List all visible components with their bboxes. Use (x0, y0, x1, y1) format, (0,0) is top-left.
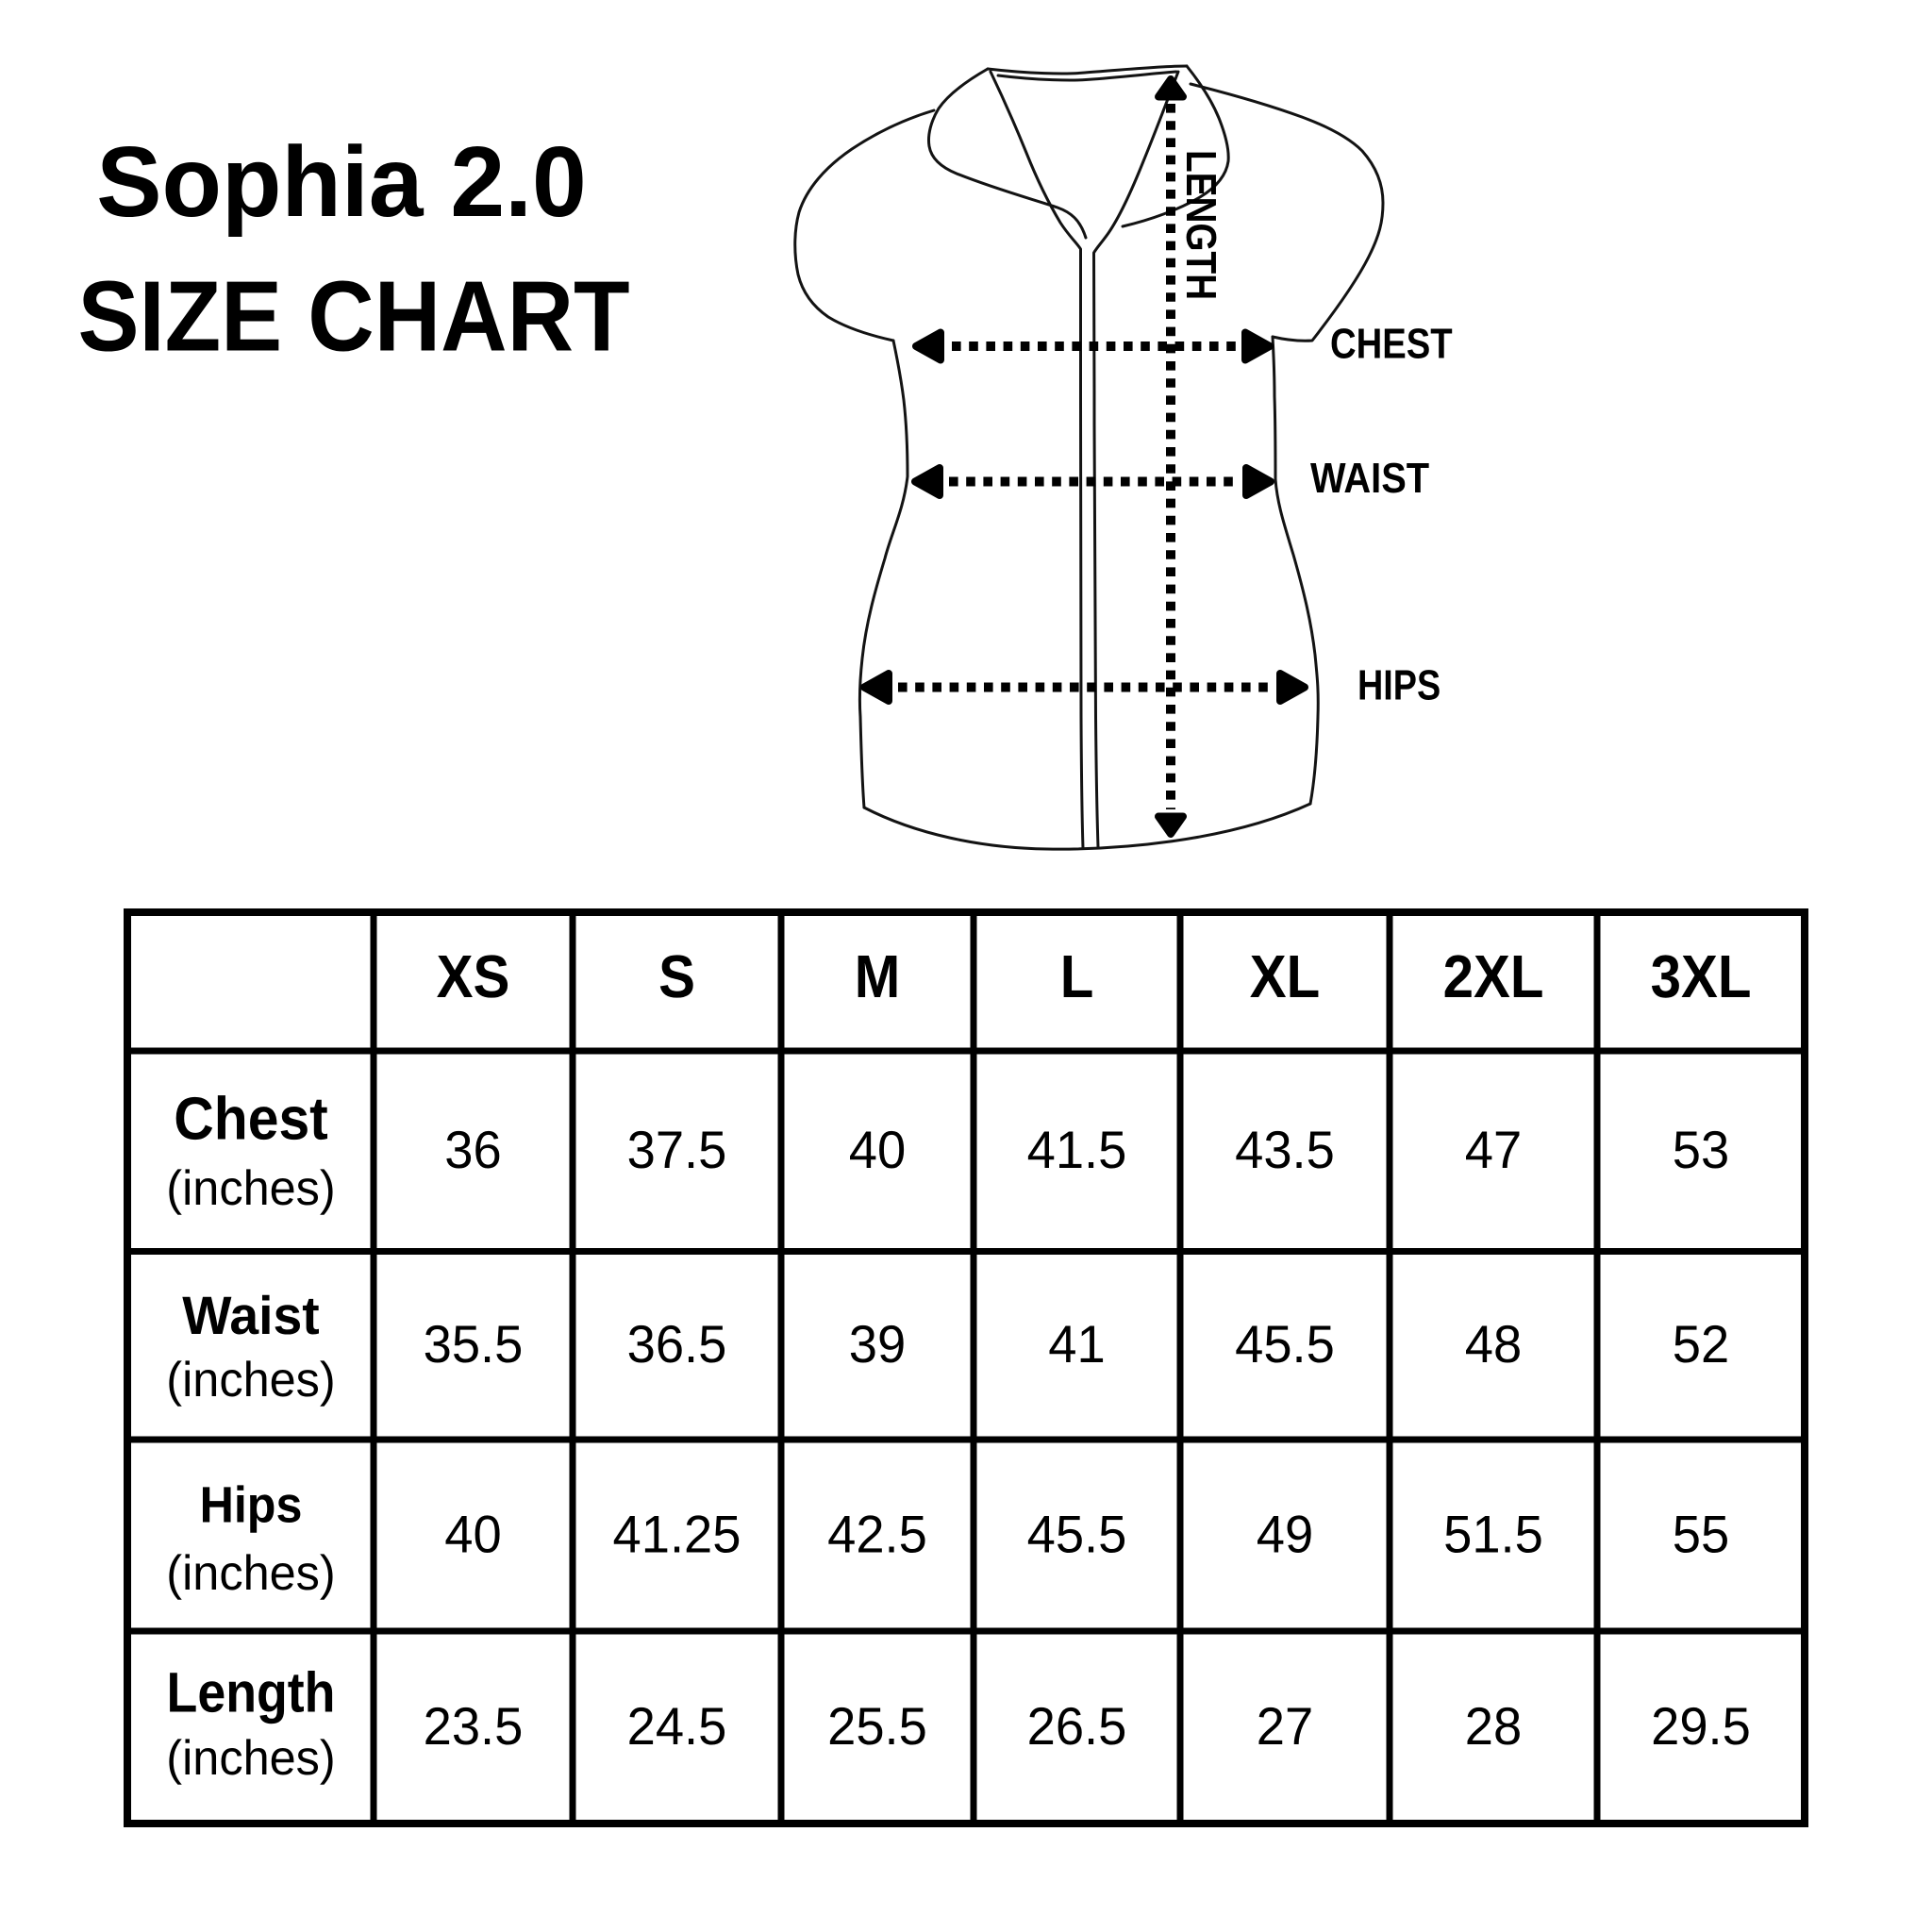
svg-text:37.5: 37.5 (627, 1120, 727, 1179)
svg-text:42.5: 42.5 (827, 1505, 927, 1564)
svg-text:HIPS: HIPS (1357, 661, 1441, 709)
svg-text:(inches): (inches) (166, 1161, 335, 1216)
svg-text:25.5: 25.5 (827, 1696, 927, 1756)
svg-text:Hips: Hips (200, 1477, 303, 1534)
svg-text:LENGTH: LENGTH (1177, 150, 1225, 300)
svg-text:24.5: 24.5 (627, 1696, 727, 1756)
svg-text:45.5: 45.5 (1235, 1314, 1335, 1374)
svg-text:3XL: 3XL (1651, 942, 1752, 1010)
svg-text:40: 40 (849, 1120, 906, 1179)
svg-text:Length: Length (167, 1661, 336, 1724)
svg-text:55: 55 (1673, 1505, 1729, 1564)
svg-text:L: L (1060, 942, 1094, 1010)
svg-text:36.5: 36.5 (627, 1314, 727, 1374)
svg-text:29.5: 29.5 (1651, 1696, 1751, 1756)
svg-text:(inches): (inches) (166, 1731, 335, 1786)
svg-text:(inches): (inches) (166, 1546, 335, 1601)
svg-text:WAIST: WAIST (1310, 454, 1429, 502)
svg-text:XS: XS (437, 942, 510, 1010)
svg-text:47: 47 (1465, 1120, 1522, 1179)
svg-text:41.25: 41.25 (613, 1505, 741, 1564)
svg-text:41.5: 41.5 (1027, 1120, 1127, 1179)
svg-text:M: M (855, 942, 901, 1010)
svg-text:27: 27 (1257, 1696, 1313, 1756)
svg-text:43.5: 43.5 (1235, 1120, 1335, 1179)
svg-text:52: 52 (1673, 1314, 1729, 1374)
svg-text:40: 40 (444, 1505, 501, 1564)
svg-text:Sophia 2.0: Sophia 2.0 (96, 126, 587, 238)
svg-text:XL: XL (1250, 942, 1320, 1010)
svg-text:35.5: 35.5 (424, 1314, 524, 1374)
svg-text:2XL: 2XL (1443, 942, 1544, 1010)
svg-text:SIZE CHART: SIZE CHART (77, 261, 629, 373)
svg-text:41: 41 (1048, 1314, 1105, 1374)
svg-text:28: 28 (1465, 1696, 1522, 1756)
svg-text:CHEST: CHEST (1330, 320, 1453, 368)
svg-text:53: 53 (1673, 1120, 1729, 1179)
svg-text:S: S (658, 942, 695, 1010)
svg-text:51.5: 51.5 (1443, 1505, 1543, 1564)
svg-text:36: 36 (444, 1120, 501, 1179)
svg-text:26.5: 26.5 (1027, 1696, 1127, 1756)
svg-text:23.5: 23.5 (424, 1696, 524, 1756)
svg-text:(inches): (inches) (166, 1353, 335, 1407)
svg-text:48: 48 (1465, 1314, 1522, 1374)
svg-text:45.5: 45.5 (1027, 1505, 1127, 1564)
svg-text:Chest: Chest (174, 1085, 328, 1153)
svg-text:39: 39 (849, 1314, 906, 1374)
svg-text:Waist: Waist (182, 1286, 319, 1346)
svg-text:49: 49 (1257, 1505, 1313, 1564)
